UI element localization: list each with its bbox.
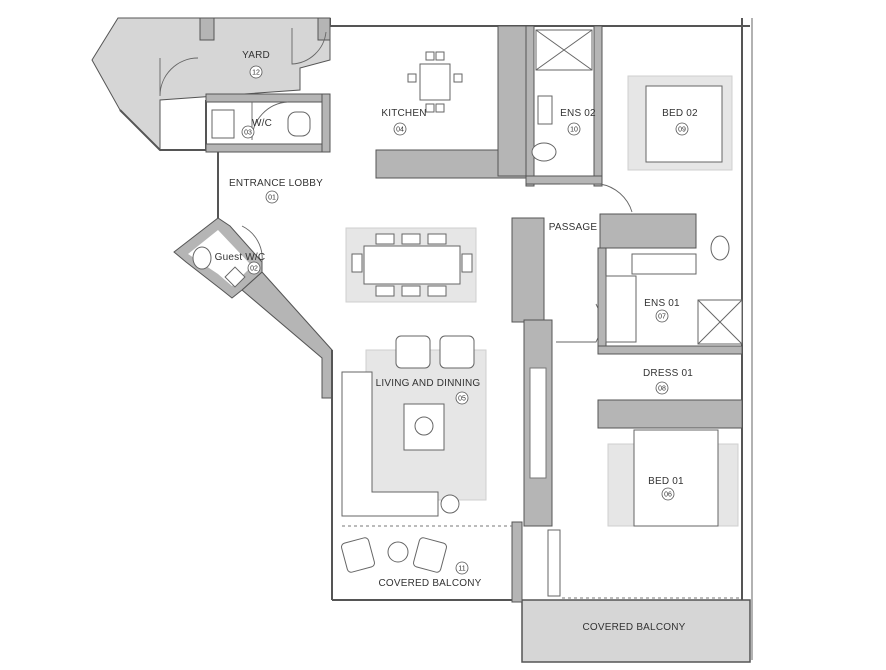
kitchen-right-wall — [497, 25, 529, 177]
partition-inner — [529, 367, 547, 479]
room-num-guestwc: 02 — [250, 266, 258, 273]
passage-door-swing — [560, 183, 633, 213]
bed02-wardrobe-wall — [599, 213, 697, 249]
room-num-living: 05 — [458, 396, 466, 403]
diagonal-wall — [241, 271, 333, 399]
shower-cross-2 — [535, 29, 593, 71]
yard-wall-right — [317, 17, 331, 41]
wc-right-wall — [321, 93, 331, 153]
yard-wall-top — [199, 17, 215, 41]
ens02-basin — [537, 95, 553, 125]
balcony-chair-2 — [412, 537, 448, 573]
guest-wc-door — [241, 225, 263, 263]
balcony-table — [387, 541, 409, 563]
exterior-wall-top — [329, 18, 750, 27]
ens01-toilet — [710, 235, 730, 261]
room-label-ens02: ENS 02 — [560, 108, 596, 119]
room-label-dress01: DRESS 01 — [643, 368, 693, 379]
living-side-table — [414, 416, 434, 436]
room-num-balcony1: 11 — [458, 566, 465, 573]
ens01-vanity — [631, 253, 697, 275]
room-label-living: LIVING AND DINNING — [376, 378, 481, 389]
ens01-bath — [605, 275, 637, 343]
room-label-bed01: BED 01 — [648, 476, 684, 487]
living-lamp — [440, 494, 460, 514]
room-num-ens01: 07 — [658, 314, 666, 321]
room-label-bed02: BED 02 — [662, 108, 698, 119]
dining-table — [363, 245, 461, 285]
ens02-wall-right — [593, 25, 603, 187]
room-num-wc: 03 — [244, 130, 252, 137]
room-label-kitchen: KITCHEN — [381, 108, 426, 119]
yard-side-door-swing — [159, 57, 199, 97]
dining-chairs — [351, 233, 473, 297]
bed01-desk — [547, 529, 561, 597]
ens02-toilet — [531, 142, 557, 162]
guest-wc-toilet — [192, 246, 212, 270]
ens01-wall-bottom — [597, 345, 743, 355]
guest-wc-basin — [224, 266, 246, 288]
room-num-bed01: 06 — [664, 492, 672, 499]
passage-lower-door — [556, 303, 602, 343]
ens02-wall-left — [525, 25, 535, 187]
room-label-wc: W/C — [252, 118, 272, 129]
balcony-chair-1 — [340, 537, 376, 573]
living-armchair-1 — [395, 335, 431, 369]
room-label-balcony1: COVERED BALCONY — [378, 578, 481, 589]
living-armchair-2 — [439, 335, 475, 369]
exterior-wall-left-upper — [119, 100, 207, 151]
room-num-yard: 12 — [252, 70, 260, 77]
room-num-dress01: 08 — [658, 386, 666, 393]
kitchen-table — [407, 51, 463, 113]
room-label-balcony2: COVERED BALCONY — [582, 622, 685, 633]
room-num-kitchen: 04 — [396, 127, 404, 134]
room-label-guestwc: Guest W/C — [215, 252, 266, 263]
wc-toilet — [287, 111, 311, 137]
ens02-wall-bottom — [525, 175, 603, 185]
yard-door-swing — [291, 28, 327, 65]
room-label-passage: PASSAGE — [549, 222, 598, 233]
room-num-entrance: 01 — [268, 195, 276, 202]
wc-block-wall — [205, 93, 331, 103]
room-label-yard: YARD — [242, 50, 270, 61]
ens01-wall-left — [597, 247, 607, 355]
wc-bottom-wall — [205, 143, 331, 153]
covered-balcony-bed-area — [521, 599, 751, 663]
room-num-bed02: 09 — [678, 127, 686, 134]
ens01-shower-cross-2 — [697, 299, 743, 345]
dress01-wardrobe — [597, 399, 743, 429]
living-sofa — [341, 371, 439, 517]
partition-wall-upper — [511, 217, 545, 323]
bed01-bed — [633, 429, 719, 527]
room-label-entrance: ENTRANCE LOBBY — [229, 178, 323, 189]
room-num-ens02: 10 — [570, 127, 578, 134]
wc-door-swing — [251, 101, 289, 141]
wc-basin — [211, 109, 235, 139]
room-label-ens01: ENS 01 — [644, 298, 680, 309]
balcony-divider-wall — [511, 521, 523, 603]
